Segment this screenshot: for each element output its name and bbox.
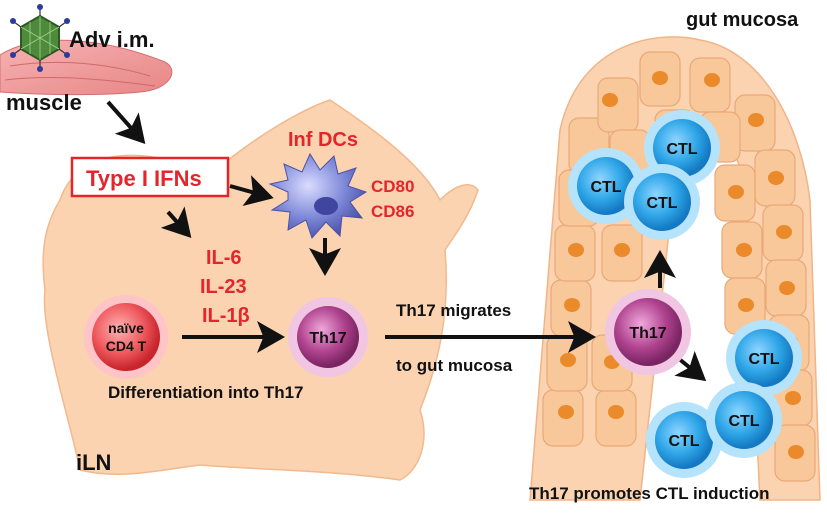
type1-ifn-box	[70, 156, 230, 198]
th17-cell-gut	[605, 289, 691, 375]
arrows	[106, 100, 707, 382]
arrow-ifn-to-cytokines	[160, 206, 192, 238]
differentiation-label: Differentiation into Th17	[108, 383, 304, 402]
vector-label: Adv i.m.	[69, 27, 155, 52]
ctl-label-middle: CTL	[646, 195, 677, 212]
promotes-label: Th17 promotes CTL induction	[529, 484, 770, 503]
naive-cell-label-line1: naïve	[108, 320, 144, 336]
arrow-th17-to-ctl-down	[674, 350, 707, 382]
naive-cd4-t-cell	[84, 295, 168, 379]
cd80-label: CD80	[371, 177, 414, 196]
type1-ifn-label: Type I IFNs	[86, 166, 202, 191]
cd86-label: CD86	[371, 202, 414, 221]
arrow-ifn-to-dc	[229, 175, 274, 207]
ctl-label-bottom-right: CTL	[728, 413, 759, 430]
muscle-label: muscle	[6, 90, 82, 115]
migrates-label-line1: Th17 migrates	[396, 301, 511, 320]
gut-mucosa-label: gut mucosa	[686, 9, 799, 31]
ctl-label-top: CTL	[666, 141, 697, 158]
arrow-muscle-to-ifn	[106, 100, 146, 144]
ctl-cell-bottom-right	[706, 382, 782, 458]
naive-cell-label-line2: CD4 T	[106, 338, 147, 354]
il23-label: IL-23	[200, 276, 247, 298]
th17-label-gut: Th17	[629, 325, 666, 342]
ctl-cell-middle	[624, 164, 700, 240]
iln-label: iLN	[76, 450, 111, 475]
ctl-label-right: CTL	[748, 351, 779, 368]
ctl-label-bottom-left: CTL	[668, 433, 699, 450]
dendritic-cell-icon	[268, 152, 368, 239]
ctl-cell-bottom-left	[646, 402, 722, 478]
th17-label-lymph-node: Th17	[309, 330, 346, 347]
th17-cell-lymph-node	[288, 297, 368, 377]
adenovirus-icon	[10, 4, 70, 72]
il1b-label: IL-1β	[202, 305, 250, 327]
migrates-label-line2: to gut mucosa	[396, 356, 513, 375]
il6-label: IL-6	[206, 247, 242, 269]
ctl-cell-right	[726, 320, 802, 396]
ctl-label-left: CTL	[590, 179, 621, 196]
inf-dcs-label: Inf DCs	[288, 129, 358, 151]
